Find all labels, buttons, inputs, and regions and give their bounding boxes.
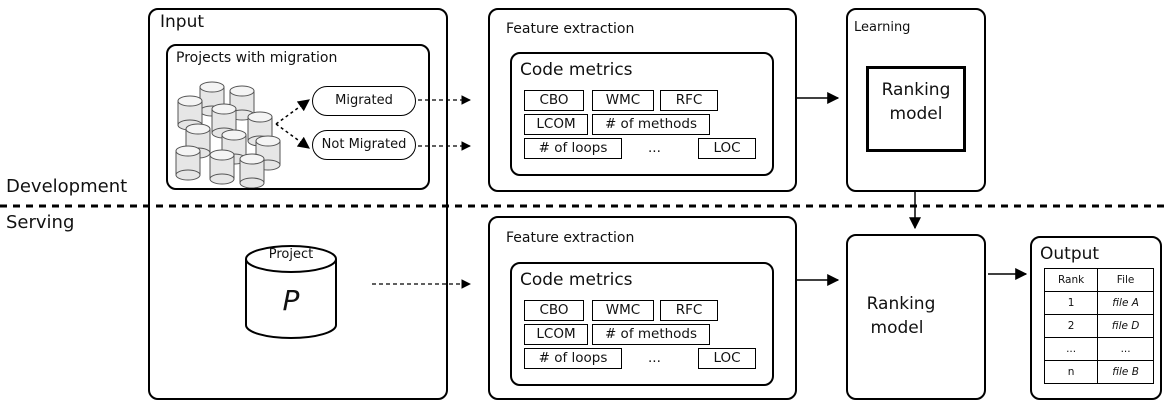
output-row: ... ... — [1043, 337, 1154, 361]
ranking-model-line1-serving: Ranking — [866, 294, 936, 314]
migrated-node: Migrated — [312, 86, 416, 116]
metric-loops-serving: # of loops — [524, 348, 622, 369]
project-symbol: P — [282, 284, 300, 317]
metric-methods-serving: # of methods — [592, 324, 710, 345]
output-rank-cell: n — [1043, 360, 1099, 384]
projects-with-migration-panel — [166, 44, 430, 190]
input-title: Input — [160, 12, 205, 32]
ranking-model-line2-serving: model — [870, 318, 924, 338]
output-row: 2 file D — [1043, 314, 1154, 338]
input-panel — [148, 8, 448, 400]
code-metrics-title-serving: Code metrics — [520, 270, 633, 290]
output-header-file: File — [1097, 268, 1154, 292]
project-database-icon — [245, 245, 337, 339]
output-row: 1 file A — [1043, 291, 1154, 315]
projects-with-migration-title: Projects with migration — [176, 50, 338, 66]
ranking-model-line1-learning: Ranking — [881, 80, 951, 100]
metric-cbo-dev: CBO — [524, 90, 584, 111]
output-table: Rank File 1 file A 2 file D ... ... n fi… — [1043, 268, 1154, 384]
ranking-model-box-learning — [866, 66, 966, 152]
metric-ellipsis-serving: ... — [648, 350, 661, 366]
ranking-model-line2-learning: model — [889, 104, 943, 124]
metric-wmc-dev: WMC — [592, 90, 654, 111]
feature-extraction-title-dev: Feature extraction — [506, 21, 635, 37]
output-file-cell: file A — [1097, 291, 1154, 315]
metric-loc-serving: LOC — [698, 348, 756, 369]
metric-loops-dev: # of loops — [524, 138, 622, 159]
serving-label: Serving — [6, 212, 75, 233]
code-metrics-title-dev: Code metrics — [520, 60, 633, 80]
learning-title: Learning — [854, 20, 911, 35]
output-row: n file B — [1043, 360, 1154, 384]
output-file-cell: file D — [1097, 314, 1154, 338]
output-file-cell: ... — [1097, 337, 1154, 361]
cluster-to-not-migrated-arrow — [275, 123, 310, 149]
feature-extraction-title-serving: Feature extraction — [506, 230, 635, 246]
output-title: Output — [1040, 244, 1100, 264]
output-rank-cell: ... — [1043, 337, 1099, 361]
not-migrated-node: Not Migrated — [312, 130, 416, 160]
metric-rfc-dev: RFC — [660, 90, 718, 111]
project-label: Project — [268, 247, 314, 262]
output-header-rank: Rank — [1043, 268, 1099, 292]
cluster-to-migrated-arrow — [275, 99, 310, 125]
ranking-model-panel-serving — [846, 234, 986, 400]
metric-cbo-serving: CBO — [524, 300, 584, 321]
metric-wmc-serving: WMC — [592, 300, 654, 321]
metric-ellipsis-dev: ... — [648, 140, 661, 156]
output-file-cell: file B — [1097, 360, 1154, 384]
output-rank-cell: 1 — [1043, 291, 1099, 315]
metric-loc-dev: LOC — [698, 138, 756, 159]
metric-rfc-serving: RFC — [660, 300, 718, 321]
metric-methods-dev: # of methods — [592, 114, 710, 135]
output-rank-cell: 2 — [1043, 314, 1099, 338]
development-label: Development — [6, 176, 128, 197]
output-header-row: Rank File — [1043, 268, 1154, 292]
database-cluster-icon — [175, 81, 281, 189]
metric-lcom-serving: LCOM — [524, 324, 588, 345]
metric-lcom-dev: LCOM — [524, 114, 588, 135]
